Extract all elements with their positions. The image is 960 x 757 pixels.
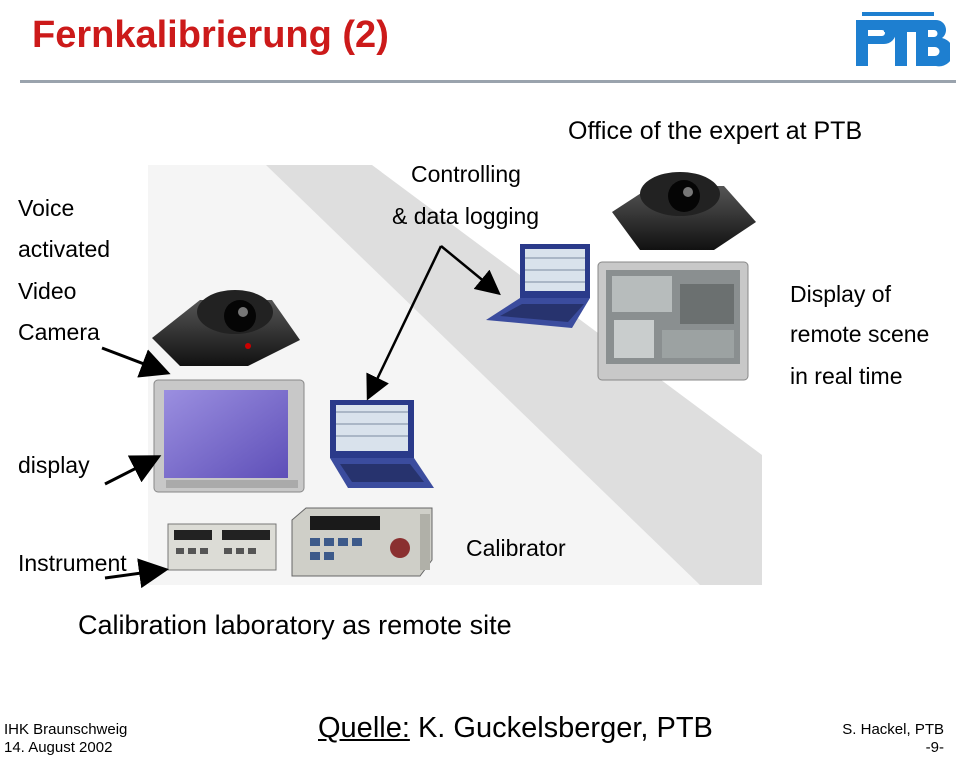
instrument-device-icon — [167, 523, 277, 571]
controlling-label-line2: & data logging — [392, 203, 540, 229]
video-camera-icon — [152, 290, 300, 366]
arrow-remote-laptop-pointer — [366, 245, 443, 401]
remote-display-label-line3: in real time — [790, 363, 903, 389]
office-video-camera-icon — [612, 172, 756, 250]
arrow-instrument-pointer — [104, 558, 169, 589]
footer-org: IHK Braunschweig — [4, 721, 128, 738]
lab-caption: Calibration laboratory as remote site — [78, 610, 512, 640]
camera-label-line3: Video — [18, 278, 77, 304]
footer-page-number: -9- — [925, 739, 944, 756]
office-label: Office of the expert at PTB — [568, 117, 863, 145]
source-credit: Quelle: K. Guckelsberger, PTB — [318, 712, 713, 745]
slide-title: Fernkalibrierung (2) — [32, 14, 389, 56]
footer-date: 14. August 2002 — [4, 739, 113, 756]
calibrator-device-icon — [291, 507, 433, 577]
display-monitor-icon — [153, 379, 305, 493]
source-value: K. Guckelsberger, PTB — [409, 712, 713, 744]
arrow-display-pointer — [104, 455, 162, 486]
calibrator-label: Calibrator — [466, 535, 566, 561]
controlling-label-line1: Controlling — [411, 161, 521, 187]
remote-display-label-line2: remote scene — [790, 321, 930, 347]
instrument-label: Instrument — [18, 550, 127, 576]
camera-label-line4: Camera — [18, 319, 100, 345]
diagonal-separator-band — [266, 165, 762, 585]
footer-author: S. Hackel, PTB — [842, 721, 944, 738]
arrow-office-laptop-pointer — [440, 245, 501, 296]
source-label: Quelle: — [318, 712, 410, 744]
laptop-icon — [330, 400, 434, 488]
remote-display-label-line1: Display of — [790, 281, 891, 307]
camera-label-line1: Voice — [18, 195, 75, 221]
arrow-camera-pointer — [101, 346, 171, 378]
title-divider — [20, 80, 956, 83]
office-laptop-icon — [486, 244, 590, 328]
ptb-logo — [852, 12, 950, 67]
footer-left: IHK Braunschweig 14. August 2002 — [4, 721, 127, 757]
display-label: display — [18, 452, 90, 478]
camera-label-line2: activated — [18, 236, 111, 262]
office-display-monitor-icon — [597, 261, 749, 381]
footer-right: S. Hackel, PTB -9- — [842, 721, 944, 757]
